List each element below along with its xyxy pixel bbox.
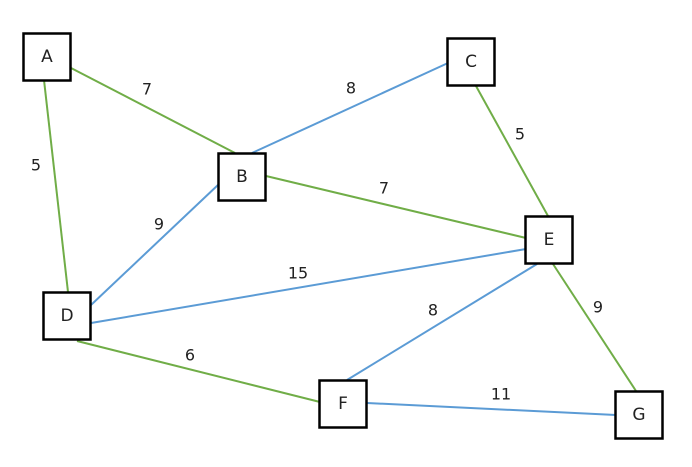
node-e: E bbox=[524, 215, 574, 265]
node-box bbox=[22, 32, 72, 82]
edge-d-f bbox=[76, 340, 321, 403]
edge-c-e bbox=[475, 85, 549, 217]
edge-weight-d-f: 6 bbox=[185, 346, 195, 365]
edge-weight-e-f: 8 bbox=[428, 301, 438, 320]
node-box bbox=[446, 37, 496, 87]
edge-weight-b-c: 8 bbox=[346, 79, 356, 98]
node-label: E bbox=[544, 230, 555, 250]
edge-b-d bbox=[90, 183, 220, 306]
node-d: D bbox=[42, 291, 92, 341]
edge-a-d bbox=[43, 79, 69, 293]
edge-weight-b-d: 9 bbox=[154, 215, 164, 234]
node-label: C bbox=[465, 52, 477, 72]
edge-b-e bbox=[265, 175, 527, 239]
node-box bbox=[614, 390, 664, 440]
edge-weight-a-b: 7 bbox=[142, 80, 152, 99]
edge-weight-a-d: 5 bbox=[31, 156, 41, 175]
node-box bbox=[217, 152, 267, 202]
node-label: F bbox=[338, 394, 348, 414]
node-b: B bbox=[217, 152, 267, 202]
node-a: A bbox=[22, 32, 72, 82]
edge-d-e bbox=[90, 248, 527, 324]
node-box bbox=[318, 379, 368, 429]
edge-e-f bbox=[346, 263, 538, 381]
nodes-layer: A B C D E F G bbox=[22, 32, 664, 440]
node-box bbox=[524, 215, 574, 265]
edge-labels-layer: 7 5 8 9 7 5 15 6 8 9 11 bbox=[31, 79, 603, 404]
node-label: B bbox=[236, 167, 248, 187]
edge-b-c bbox=[251, 62, 449, 154]
edge-f-g bbox=[366, 402, 617, 416]
edge-weight-f-g: 11 bbox=[491, 385, 511, 404]
edge-weight-b-e: 7 bbox=[379, 179, 389, 198]
edge-weight-e-g: 9 bbox=[593, 298, 603, 317]
node-box bbox=[42, 291, 92, 341]
edge-e-g bbox=[552, 263, 637, 392]
edge-weight-d-e: 15 bbox=[288, 264, 308, 283]
node-label: D bbox=[60, 306, 73, 326]
edge-weight-c-e: 5 bbox=[515, 125, 525, 144]
node-label: A bbox=[41, 47, 53, 67]
edges-layer bbox=[43, 62, 637, 416]
node-c: C bbox=[446, 37, 496, 87]
edge-a-b bbox=[70, 67, 236, 154]
node-label: G bbox=[632, 405, 645, 425]
node-f: F bbox=[318, 379, 368, 429]
node-g: G bbox=[614, 390, 664, 440]
